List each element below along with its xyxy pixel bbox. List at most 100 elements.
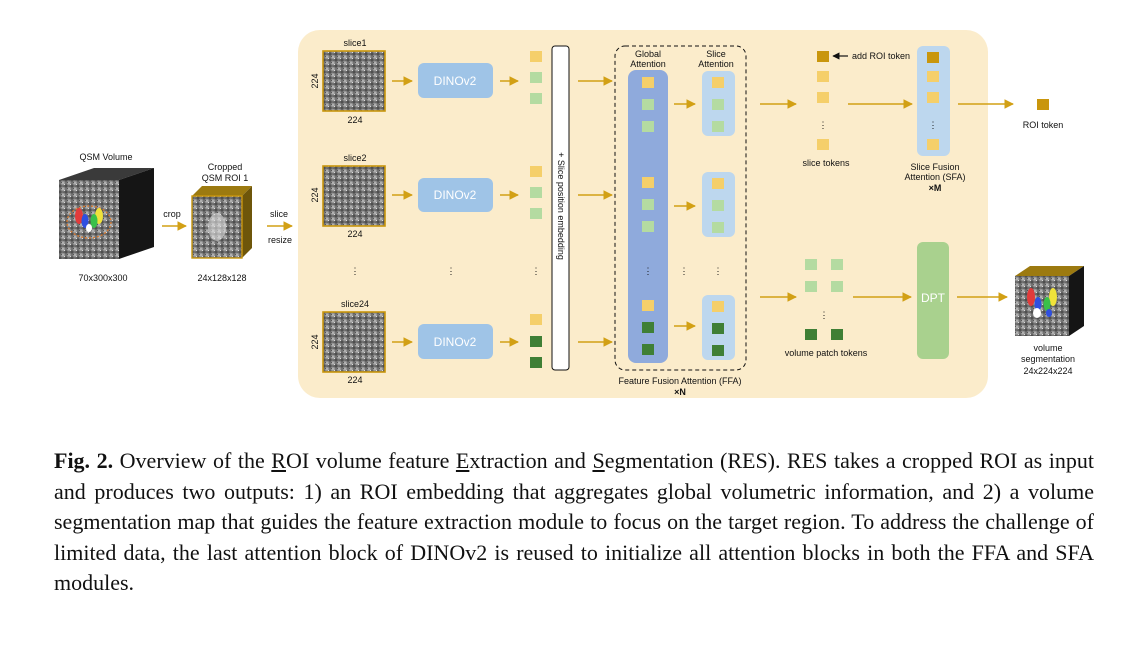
token <box>642 121 654 132</box>
token <box>712 121 724 132</box>
ffa-box <box>614 45 747 371</box>
ellipsis-ffa-mid: ⋮ <box>680 266 689 276</box>
token <box>642 221 654 232</box>
qsm-volume-title: QSM Volume <box>79 152 132 162</box>
caption-underline-r: R <box>271 448 286 473</box>
token <box>805 259 817 270</box>
sfa-label-line1: Slice Fusion <box>910 162 959 172</box>
cropped-title-line1: Cropped <box>208 162 243 172</box>
add-roi-token-label: add ROI token <box>852 51 910 61</box>
slice-label: slice <box>270 209 288 219</box>
token <box>927 71 939 82</box>
dino-label-1: DINOv2 <box>434 74 477 88</box>
slice-attention-line2: Attention <box>698 59 734 69</box>
sfa-label-line2: Attention (SFA) <box>904 172 965 182</box>
token <box>927 92 939 103</box>
token <box>712 222 724 233</box>
volume-segmentation-line2: segmentation <box>1021 354 1075 364</box>
token <box>642 344 654 355</box>
token <box>530 51 542 62</box>
token <box>642 199 654 210</box>
ellipsis-patch-tokens: ⋮ <box>820 310 829 320</box>
caption-text-3: xtraction and <box>469 448 593 473</box>
token <box>712 200 724 211</box>
dino-box-1 <box>418 63 493 98</box>
volume-patch-tokens-label: volume patch tokens <box>785 348 868 358</box>
token <box>642 99 654 110</box>
token <box>530 336 542 347</box>
dino-label-3: DINOv2 <box>434 335 477 349</box>
qsm-volume-size: 70x300x300 <box>78 273 127 283</box>
token <box>712 301 724 312</box>
token <box>831 259 843 270</box>
token <box>817 92 829 103</box>
dpt-block <box>917 242 949 359</box>
slice24-height: 224 <box>310 334 320 349</box>
slice-tokens-label: slice tokens <box>802 158 850 168</box>
slice24-image <box>322 311 386 373</box>
token <box>831 329 843 340</box>
token <box>530 93 542 104</box>
ellipsis-slice-tokens: ⋮ <box>819 120 828 130</box>
ellipsis-slices: ⋮ <box>351 266 360 276</box>
sfa-multiplier: ×M <box>929 183 942 193</box>
token <box>530 314 542 325</box>
dino-box-2 <box>418 178 493 212</box>
caption-fig-label: Fig. 2. <box>54 448 114 473</box>
volume-segmentation-line1: volume <box>1033 343 1062 353</box>
cropped-title-line2: QSM ROI 1 <box>202 173 249 183</box>
volume-segmentation-cube <box>1015 266 1084 336</box>
token <box>642 77 654 88</box>
slice1-height: 224 <box>310 73 320 88</box>
dpt-label: DPT <box>921 291 946 305</box>
dino-box-3 <box>418 324 493 359</box>
figure-caption: Fig. 2. Overview of the ROI volume featu… <box>54 446 1094 599</box>
token <box>642 177 654 188</box>
token <box>712 178 724 189</box>
ellipsis-tokens: ⋮ <box>532 266 541 276</box>
slice-attention-line1: Slice <box>706 49 726 59</box>
global-attention-line2: Attention <box>630 59 666 69</box>
token <box>927 139 939 150</box>
slice2-image <box>322 165 386 227</box>
ffa-multiplier: ×N <box>674 387 686 397</box>
ellipsis-dino: ⋮ <box>447 266 456 276</box>
token <box>712 99 724 110</box>
token <box>712 77 724 88</box>
token <box>927 52 939 63</box>
slice2-height: 224 <box>310 187 320 202</box>
ellipsis-sfa: ⋮ <box>929 120 938 130</box>
token <box>530 357 542 368</box>
slice2-width: 224 <box>347 229 362 239</box>
token <box>530 208 542 219</box>
volume-segmentation-size: 24x224x224 <box>1023 366 1072 376</box>
slice24-width: 224 <box>347 375 362 385</box>
ffa-label: Feature Fusion Attention (FFA) <box>618 376 741 386</box>
slice1-name: slice1 <box>343 38 366 48</box>
caption-underline-e: E <box>455 448 470 473</box>
token <box>712 323 724 334</box>
roi-token-label: ROI token <box>1023 120 1064 130</box>
global-attention-column <box>628 70 668 363</box>
token <box>831 281 843 292</box>
global-attention-line1: Global <box>635 49 661 59</box>
cropped-size: 24x128x128 <box>197 273 246 283</box>
slice1-image <box>322 50 386 112</box>
token <box>712 345 724 356</box>
architecture-diagram: QSM Volume 70x300x300 crop Cropped QSM R… <box>59 30 1084 398</box>
token <box>642 322 654 333</box>
slice24-name: slice24 <box>341 299 369 309</box>
token <box>817 71 829 82</box>
caption-underline-s: S <box>592 448 605 473</box>
token <box>642 300 654 311</box>
token <box>530 72 542 83</box>
qsm-volume-cube <box>59 168 154 259</box>
token <box>530 166 542 177</box>
slice-position-embedding-label: + Slice position embedding <box>556 152 566 260</box>
slice-position-embedding-bar <box>551 45 570 371</box>
dino-label-2: DINOv2 <box>434 188 477 202</box>
ellipsis-slice-att: ⋮ <box>714 266 723 276</box>
cropped-roi-cube <box>191 186 252 259</box>
caption-text-4: egmentation (RES). RES takes a cropped R… <box>54 448 1095 595</box>
slice1-width: 224 <box>347 115 362 125</box>
